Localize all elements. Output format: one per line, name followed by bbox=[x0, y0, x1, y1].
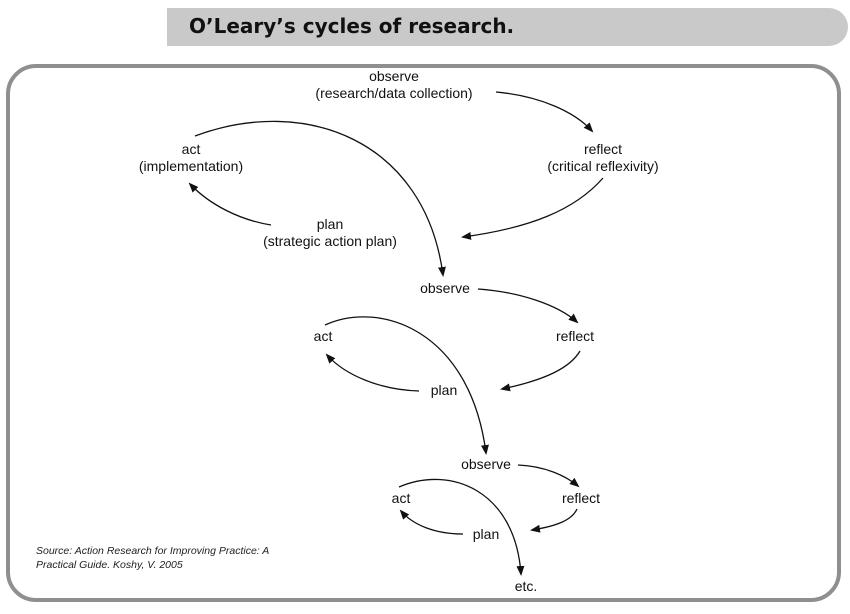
cycle1-reflect-label: reflect (critical reflexivity) bbox=[547, 141, 659, 174]
diagram-frame bbox=[6, 64, 841, 602]
cycle3-observe-label: observe bbox=[461, 456, 511, 472]
arrow-observe-to-reflect-1 bbox=[495, 91, 594, 133]
arrow-reflect-to-plan-2 bbox=[500, 350, 581, 392]
arrow-act-to-observe-3 bbox=[324, 316, 489, 455]
cycle1-act-label: act (implementation) bbox=[138, 141, 244, 174]
arrow-plan-to-act-2 bbox=[325, 353, 420, 392]
source-citation: Source: Action Research for Improving Pr… bbox=[36, 545, 270, 571]
arrow-plan-to-act-1 bbox=[188, 182, 272, 226]
arrow-reflect-to-plan-3 bbox=[530, 508, 578, 533]
cycle2-act-label: act bbox=[313, 328, 333, 344]
etc-label: etc. bbox=[514, 578, 538, 594]
diagram-title: O’Leary’s cycles of research. bbox=[189, 14, 515, 38]
cycle2-plan-label: plan bbox=[430, 382, 458, 398]
arrow-act-to-observe-2 bbox=[194, 120, 446, 277]
arrow-observe-to-reflect-3 bbox=[517, 464, 580, 488]
cycle3-plan-label: plan bbox=[472, 526, 500, 542]
arrow-reflect-to-plan-1 bbox=[461, 177, 604, 240]
arrow-plan-to-act-3 bbox=[399, 509, 464, 535]
cycle1-observe-label: observe (research/data collection) bbox=[315, 68, 473, 101]
cycle1-plan-label: plan (strategic action plan) bbox=[263, 216, 397, 249]
cycle2-reflect-label: reflect bbox=[555, 328, 595, 344]
arrow-act-to-etc bbox=[398, 478, 525, 576]
cycle3-reflect-label: reflect bbox=[561, 490, 601, 506]
title-banner: O’Leary’s cycles of research. bbox=[167, 8, 848, 46]
arrow-observe-to-reflect-2 bbox=[477, 288, 579, 324]
cycle2-observe-label: observe bbox=[420, 280, 470, 296]
cycle3-act-label: act bbox=[391, 490, 411, 506]
